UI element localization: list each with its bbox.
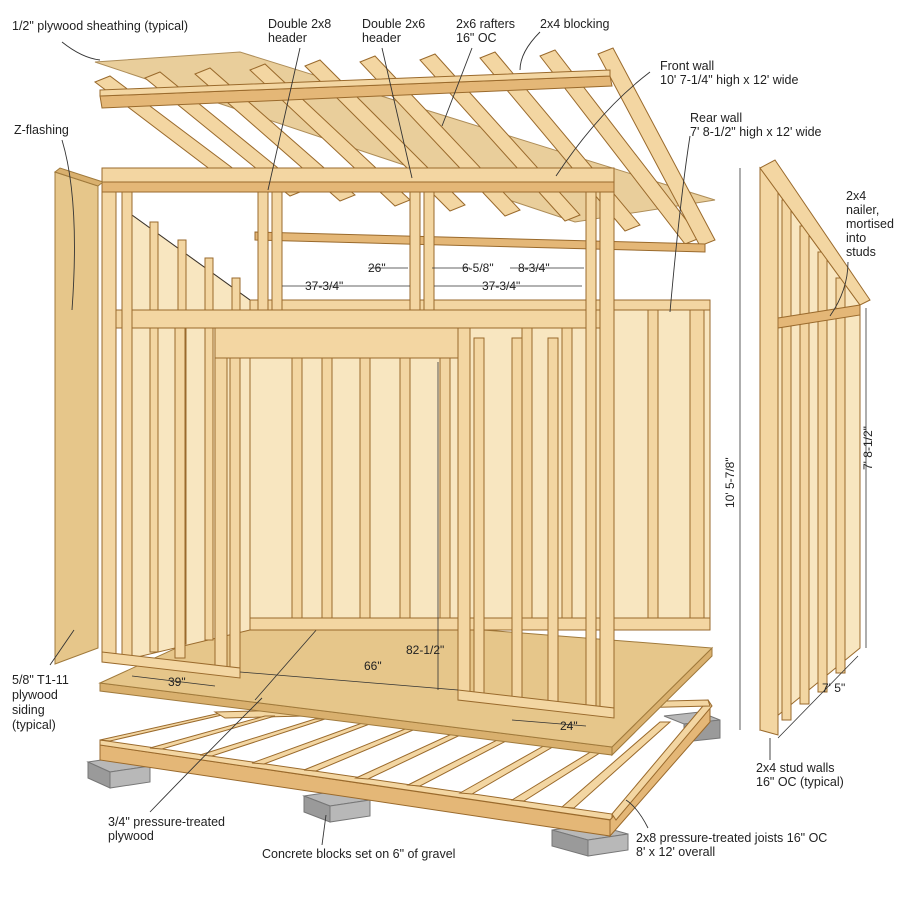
dim-39: 39" (168, 675, 186, 689)
foundation (86, 699, 721, 857)
dim-26: 26" (368, 261, 386, 275)
dimension-lines (131, 168, 867, 739)
dim-37-left: 37-3/4" (305, 279, 343, 293)
front-wall (101, 167, 615, 719)
label-rear-wall: Rear wall 7' 8-1/2" high x 12' wide (690, 111, 822, 139)
label-front-wall: Front wall 10' 7-1/4" high x 12' wide (660, 59, 799, 87)
label-siding: 5/8" T1-11 plywood siding (typical) (12, 673, 72, 732)
dim-6-5-8: 6-5/8" (462, 261, 494, 275)
label-double-2x6-header: Double 2x6 header (362, 17, 429, 45)
roof-assembly (93, 47, 716, 253)
label-z-flashing: Z-flashing (14, 123, 69, 137)
siding-panel (53, 167, 105, 665)
label-double-2x8-header: Double 2x8 header (268, 17, 335, 45)
dimension-labels: 26" 6-5/8" 8-3/4" 37-3/4" 37-3/4" 82-1/2… (168, 261, 875, 733)
dim-8-3-4: 8-3/4" (518, 261, 550, 275)
label-stud-walls: 2x4 stud walls 16" OC (typical) (756, 761, 844, 789)
dim-24: 24" (560, 719, 578, 733)
label-sheathing: 1/2" plywood sheathing (typical) (12, 19, 188, 33)
floor-joists (99, 699, 713, 838)
dim-82: 82-1/2" (406, 643, 444, 657)
leader-lines (49, 31, 849, 846)
callouts: 1/2" plywood sheathing (typical) Double … (12, 17, 897, 861)
label-nailer: 2x4 nailer, mortised into studs (846, 189, 897, 259)
floor-plywood (98, 611, 714, 757)
dim-37-right: 37-3/4" (482, 279, 520, 293)
dim-66: 66" (364, 659, 382, 673)
label-pt-plywood: 3/4" pressure-treated plywood (108, 815, 228, 843)
dim-7-5: 7' 5" (822, 681, 845, 695)
label-rafters: 2x6 rafters 16" OC (456, 17, 519, 45)
label-concrete-blocks: Concrete blocks set on 6" of gravel (262, 847, 455, 861)
label-blocking: 2x4 blocking (540, 17, 610, 31)
label-joists: 2x8 pressure-treated joists 16" OC 8' x … (636, 831, 831, 859)
dim-10-5-7-8: 10' 5-7/8" (723, 457, 737, 508)
dim-7-8-1-2: 7' 8-1/2" (861, 426, 875, 470)
